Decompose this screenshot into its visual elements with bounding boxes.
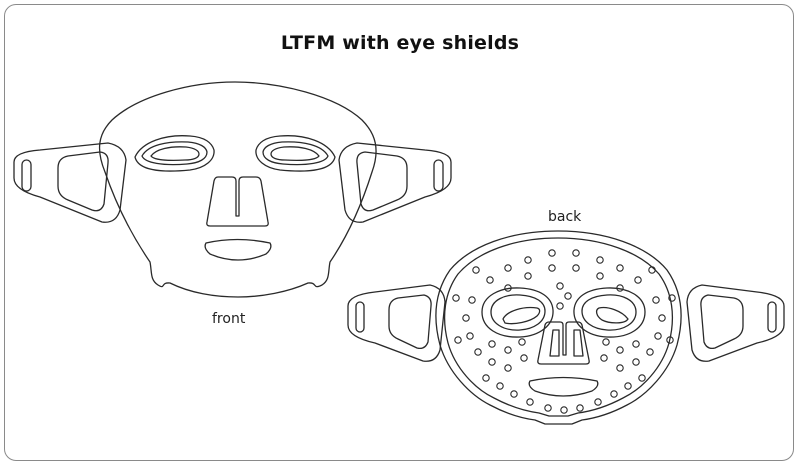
led-dot	[510, 390, 518, 398]
front-left-strap	[13, 142, 127, 223]
diagram-title: LTFM with eye shields	[280, 32, 520, 54]
led-dot	[652, 296, 660, 304]
led-dot	[466, 332, 474, 340]
led-dot	[572, 264, 580, 272]
led-dot	[504, 364, 512, 372]
led-dot	[596, 272, 604, 280]
led-dot	[564, 292, 572, 300]
led-dot	[520, 354, 528, 362]
led-dot	[632, 358, 640, 366]
led-dot	[632, 340, 640, 348]
led-dot	[616, 284, 624, 292]
led-dot	[544, 404, 552, 412]
led-dot	[504, 346, 512, 354]
led-dot	[624, 382, 632, 390]
led-dot	[472, 266, 480, 274]
back-right-strap	[686, 284, 785, 362]
led-dot	[486, 276, 494, 284]
led-dot	[666, 336, 674, 344]
led-dot	[548, 249, 556, 257]
led-dot	[616, 364, 624, 372]
front-nose-cutout	[206, 176, 269, 227]
back-left-strap	[347, 284, 446, 362]
led-dot	[572, 249, 580, 257]
led-dot	[646, 348, 654, 356]
led-dot	[600, 354, 608, 362]
led-dot	[496, 382, 504, 390]
front-left-eye-shield	[134, 135, 215, 172]
led-dot	[648, 266, 656, 274]
led-dot	[524, 272, 532, 280]
led-dot	[610, 390, 618, 398]
led-dot	[594, 398, 602, 406]
led-dot	[462, 314, 470, 322]
led-dot	[638, 374, 646, 382]
back-mask-view	[347, 230, 785, 425]
back-right-eye-shield	[573, 287, 646, 338]
front-view-label: front	[212, 311, 246, 327]
led-dot	[488, 358, 496, 366]
back-face-outline	[435, 230, 682, 425]
front-face-outline	[98, 81, 377, 298]
led-dot	[452, 294, 460, 302]
led-dot	[504, 284, 512, 292]
back-face-inner-rim	[443, 237, 674, 417]
led-dot	[596, 256, 604, 264]
diagram-frame	[4, 4, 794, 461]
led-dot	[668, 294, 676, 302]
back-led-dots	[452, 249, 676, 414]
led-dot	[454, 336, 462, 344]
led-dot	[524, 256, 532, 264]
front-mouth-cutout	[204, 238, 272, 261]
led-dot	[468, 296, 476, 304]
led-dot	[616, 264, 624, 272]
led-dot	[482, 374, 490, 382]
front-mask-view	[13, 81, 452, 298]
back-mouth-cutout	[528, 376, 599, 397]
led-dot	[556, 282, 564, 290]
back-view-label: back	[548, 209, 582, 225]
led-dot	[634, 276, 642, 284]
led-dot	[602, 338, 610, 346]
back-left-eye-shield	[481, 287, 554, 338]
led-dot	[658, 314, 666, 322]
front-right-eye-shield	[255, 135, 336, 172]
led-dot	[616, 346, 624, 354]
led-dot	[654, 332, 662, 340]
led-dot	[474, 348, 482, 356]
led-dot	[576, 404, 584, 412]
led-dot	[504, 264, 512, 272]
front-right-strap	[338, 142, 452, 223]
led-dot	[518, 338, 526, 346]
led-dot	[526, 398, 534, 406]
led-dot	[488, 340, 496, 348]
led-dot	[556, 302, 564, 310]
back-nose-cutout	[537, 321, 590, 365]
led-dot	[560, 406, 568, 414]
led-dot	[548, 264, 556, 272]
